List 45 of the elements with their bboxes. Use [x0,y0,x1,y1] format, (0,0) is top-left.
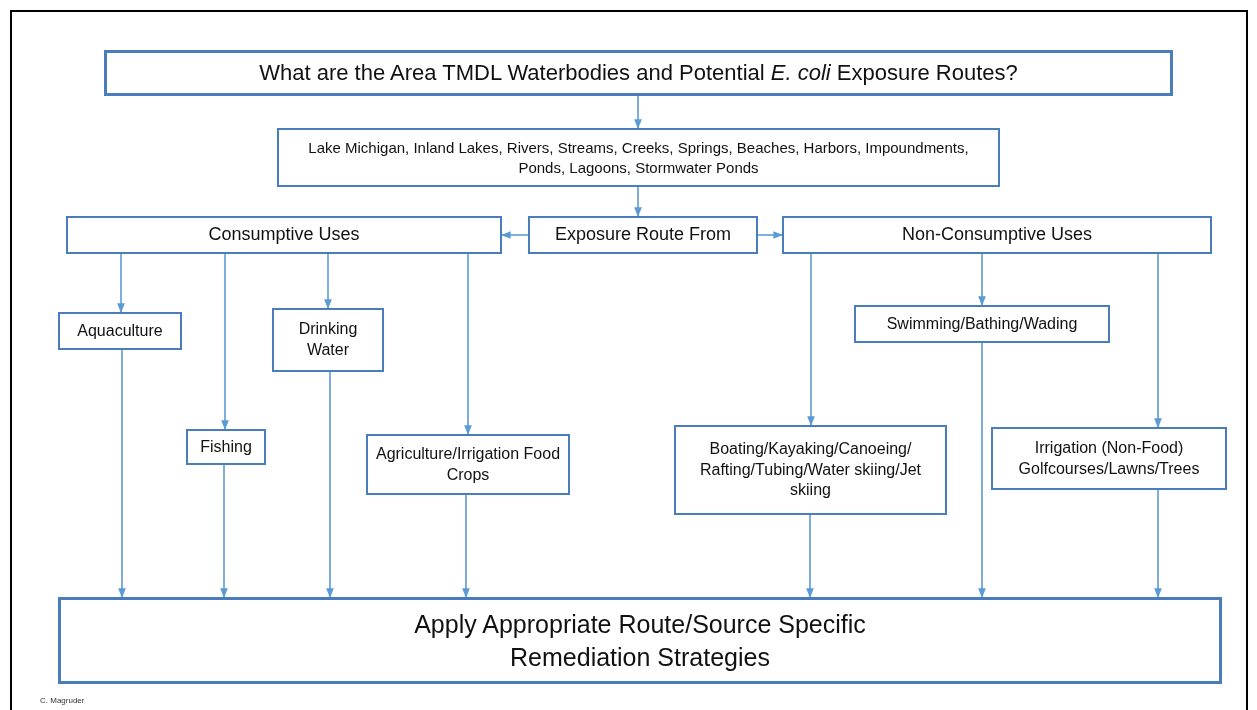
arrow [807,253,815,426]
arrow [117,253,125,313]
box-text: Non-Consumptive Uses [901,223,1093,247]
process-box [58,312,182,350]
arrow [326,371,334,598]
arrow [978,253,986,306]
box-text: What are the Area TMDL Waterbodies and Potential E. coli Exposure Routes? [259,58,1018,87]
box-text: Agriculture/Irrigation Food Crops [374,443,562,485]
box-text: Boating/Kayaking/Canoeing/ Rafting/Tubing/Water skiing/Jet skiing [698,438,923,501]
arrow [806,514,814,598]
box-text: Exposure Route From [554,223,732,247]
box-text: Fishing [200,436,252,457]
arrow [464,253,472,435]
arrow [757,231,783,239]
arrow [634,186,642,217]
process-box [854,305,1110,343]
process-box [528,216,758,254]
box-text: Irrigation (Non-Food) Golfcourses/Lawns/Trees [1017,437,1201,479]
process-box [58,597,1222,684]
arrow [634,95,642,129]
process-box [186,429,266,465]
process-box [991,427,1227,490]
arrow [220,464,228,598]
title-box [104,50,1173,96]
process-box [782,216,1212,254]
process-box [66,216,502,254]
box-text: Aquaculture [77,320,163,341]
process-box [366,434,570,495]
arrow [978,342,986,598]
process-box [272,308,384,372]
box-text: Lake Michigan, Inland Lakes, Rivers, Streams, Creeks, Springs, Beaches, Harbors, Impoundments, Ponds, Lagoons, Stormwater Ponds [307,138,970,177]
box-text: Consumptive Uses [208,223,360,247]
arrow [462,494,470,598]
process-box [277,128,1000,187]
author-credit: C. Magruder [40,696,85,705]
box-text: Swimming/Bathing/Wading [886,313,1078,334]
arrow [1154,253,1162,428]
arrow [221,253,229,430]
arrow [501,231,529,239]
box-text: Apply Appropriate Route/Source Specific Remediation Strategies [413,609,867,673]
process-box [674,425,947,515]
arrow [118,349,126,598]
arrow [1154,489,1162,598]
arrow [324,253,332,309]
box-text: Drinking Water [297,319,359,360]
